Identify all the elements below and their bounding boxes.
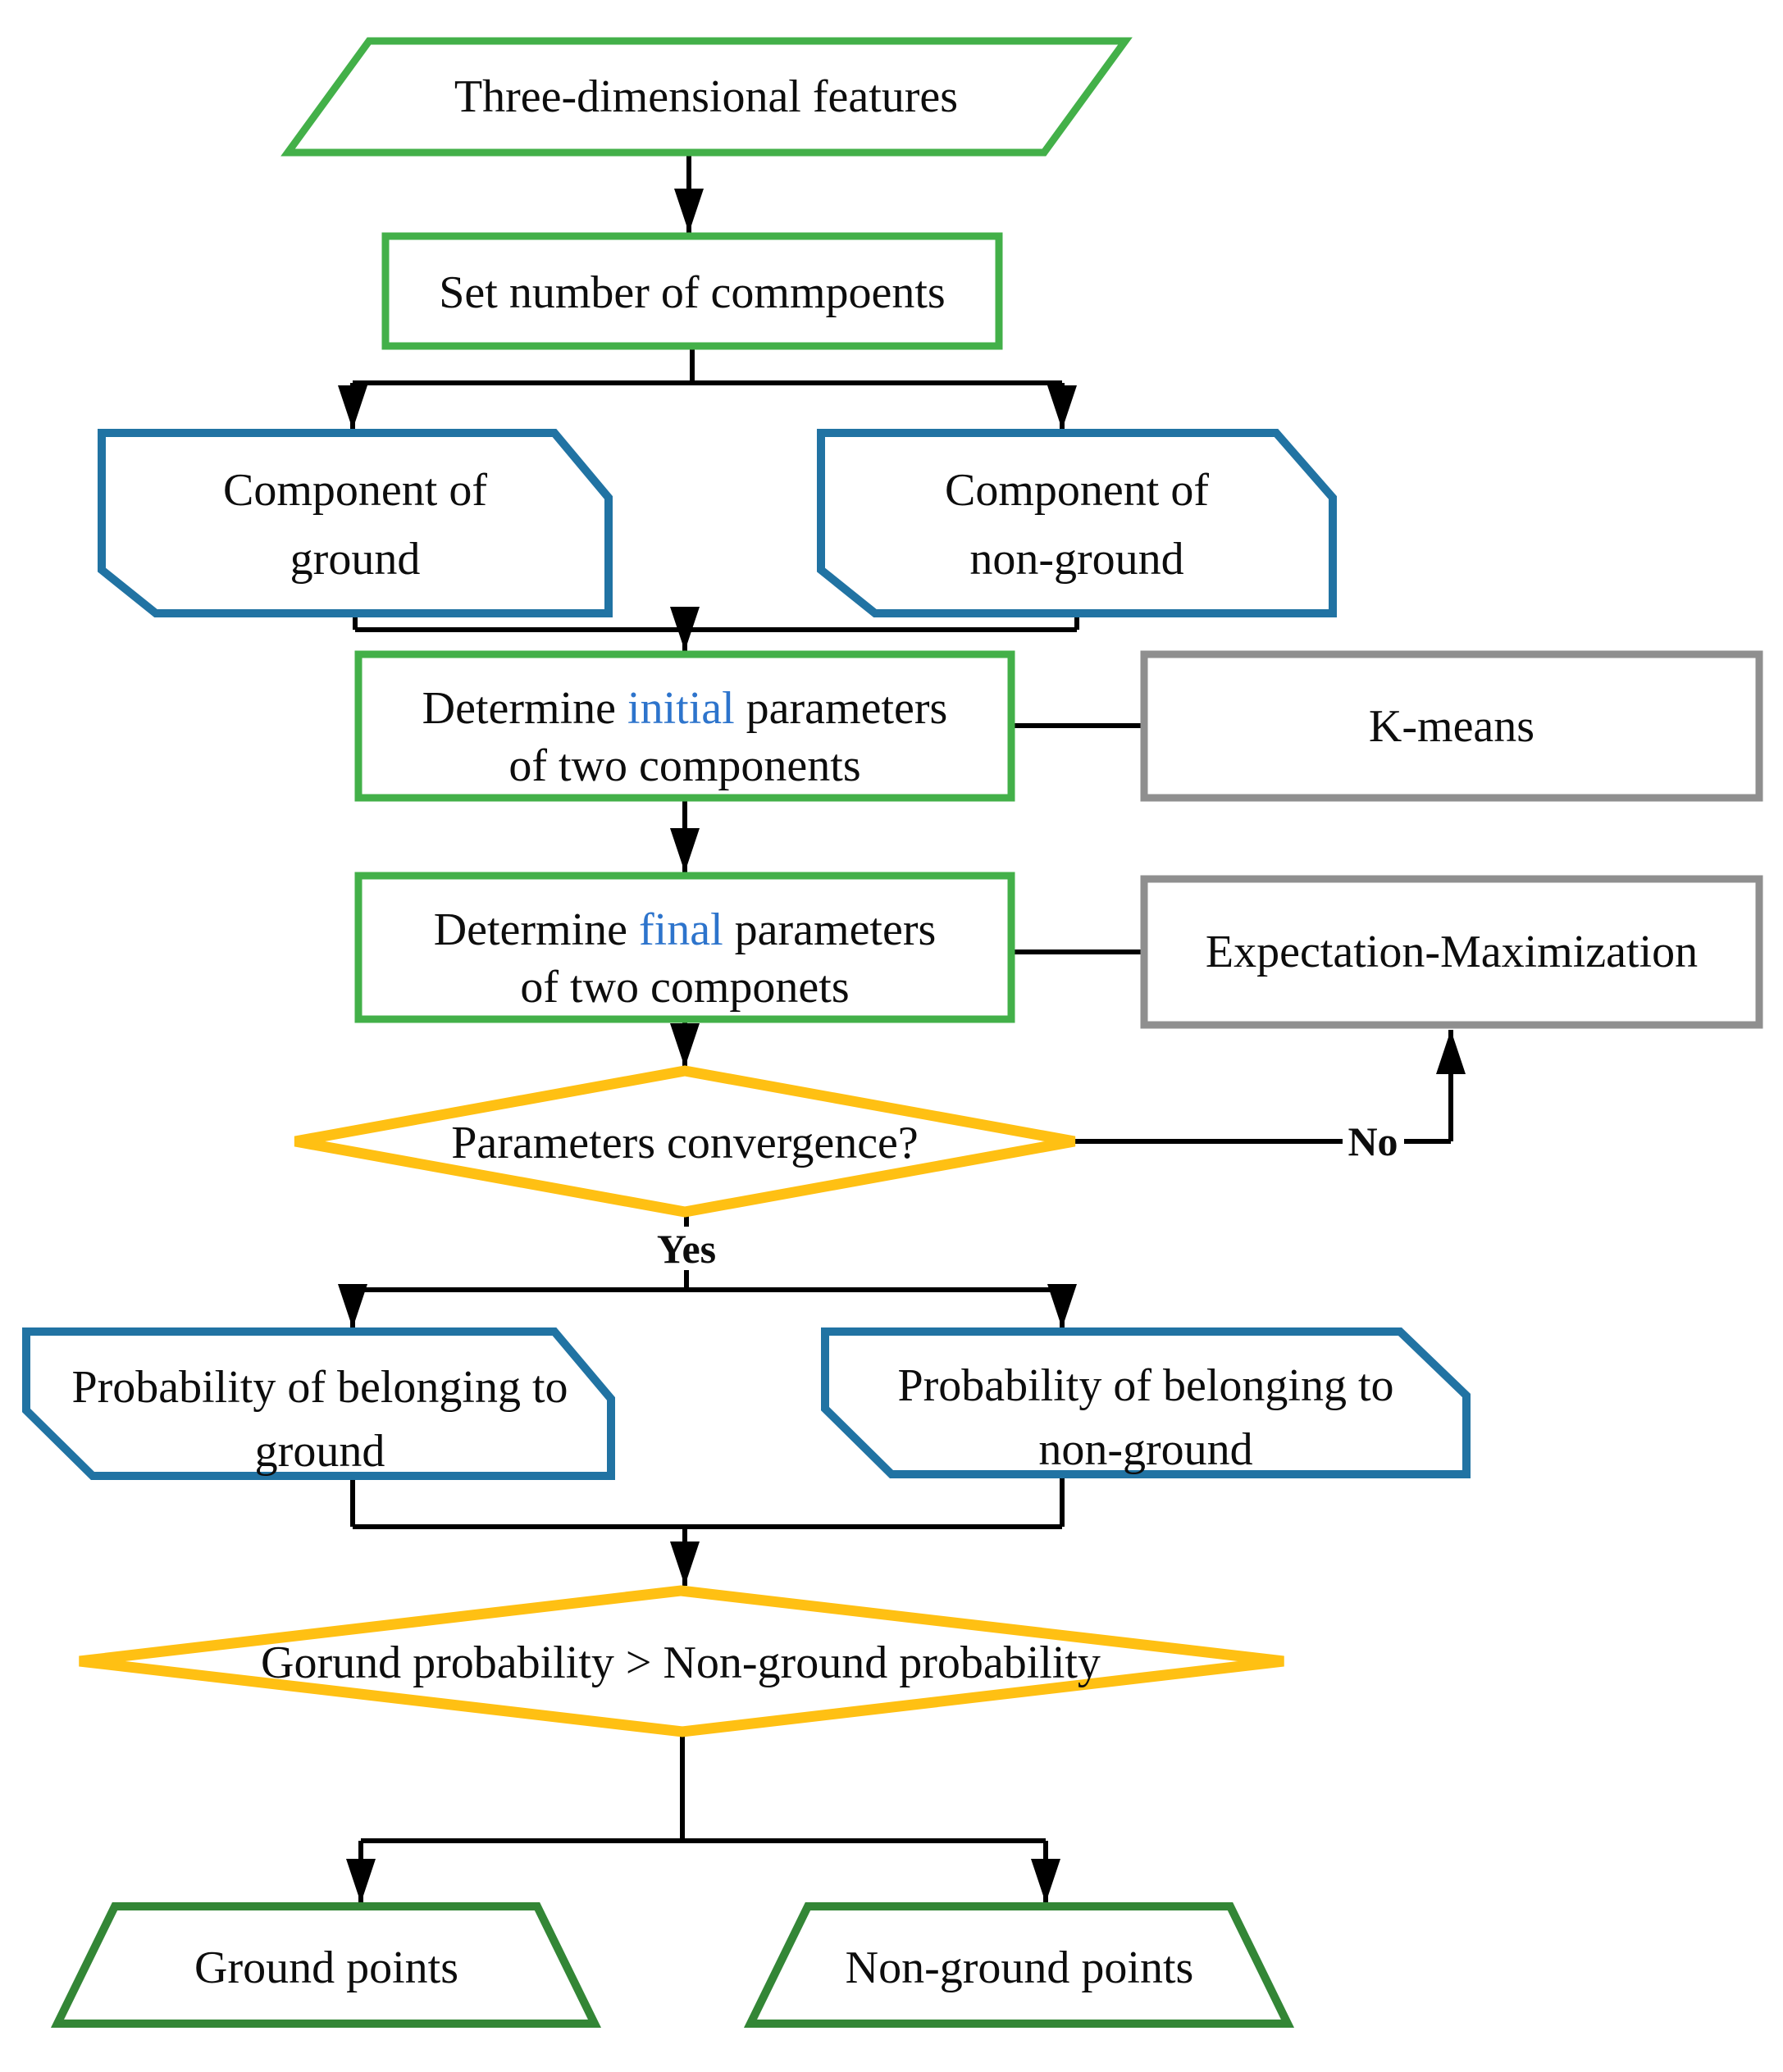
- prob-ground-line2: ground: [255, 1426, 385, 1477]
- yes-label: Yes: [657, 1226, 716, 1272]
- prob-ground-line1: Probability of belonging to: [71, 1362, 568, 1413]
- em-box: [1140, 875, 1763, 1029]
- prob-ground-shape: [22, 1327, 615, 1480]
- em-label: Expectation-Maximization: [1206, 927, 1698, 977]
- node-compare: Gorund probability > Non-ground probabil…: [79, 1585, 1284, 1737]
- component-ground-shape: [98, 429, 613, 617]
- prob-nonground-shape: [821, 1327, 1471, 1478]
- ground-points-trapezoid: [50, 1902, 602, 2028]
- convergence-diamond: [294, 1065, 1076, 1218]
- final-params-line2: of two componets: [520, 962, 849, 1013]
- compare-diamond: [79, 1585, 1284, 1737]
- node-prob-nonground: Probability of belonging to non-ground: [821, 1327, 1471, 1478]
- component-ground-line2: ground: [290, 534, 421, 585]
- set-components-label: Set number of commpoents: [439, 267, 945, 318]
- set-components-box: [381, 232, 1003, 350]
- prob-nonground-line2: non-ground: [1038, 1424, 1252, 1475]
- component-ground-line1: Component of: [223, 465, 487, 516]
- component-nonground-shape: [817, 429, 1337, 617]
- node-prob-ground: Probability of belonging to ground: [22, 1327, 615, 1480]
- init-params-box: [354, 650, 1015, 802]
- input-label: Three-dimensional features: [454, 71, 958, 122]
- convergence-label: Parameters convergence?: [451, 1118, 919, 1168]
- kmeans-label: K-means: [1369, 701, 1534, 752]
- init-params-line1: Determine initial parameters: [422, 683, 948, 734]
- final-params-box: [354, 872, 1015, 1023]
- node-component-ground: Component of ground: [98, 429, 613, 617]
- prob-nonground-line1: Probability of belonging to: [897, 1360, 1393, 1411]
- node-kmeans: K-means: [1140, 650, 1763, 802]
- node-init-params: Determine initial parameters of two comp…: [354, 650, 1015, 802]
- no-label: No: [1348, 1118, 1398, 1164]
- node-input: Three-dimensional features: [280, 37, 1133, 157]
- ground-points-label: Ground points: [194, 1942, 458, 1993]
- component-nonground-line1: Component of: [945, 465, 1209, 516]
- init-params-line2: of two components: [508, 740, 860, 791]
- node-convergence: Parameters convergence?: [294, 1065, 1076, 1218]
- node-set-components: Set number of commpoents: [381, 232, 1003, 350]
- nonground-points-trapezoid: [743, 1902, 1295, 2028]
- kmeans-box: [1140, 650, 1763, 802]
- node-final-params: Determine final parameters of two compon…: [354, 872, 1015, 1023]
- nonground-points-label: Non-ground points: [846, 1942, 1194, 1993]
- node-nonground-points: Non-ground points: [743, 1902, 1295, 2028]
- compare-label: Gorund probability > Non-ground probabil…: [261, 1637, 1101, 1688]
- final-params-line1: Determine final parameters: [434, 904, 937, 955]
- node-ground-points: Ground points: [50, 1902, 602, 2028]
- input-parallelogram: [280, 37, 1133, 157]
- node-component-nonground: Component of non-ground: [817, 429, 1337, 617]
- connector-lines: [338, 153, 1466, 1903]
- component-nonground-line2: non-ground: [969, 534, 1183, 585]
- node-em: Expectation-Maximization: [1140, 875, 1763, 1029]
